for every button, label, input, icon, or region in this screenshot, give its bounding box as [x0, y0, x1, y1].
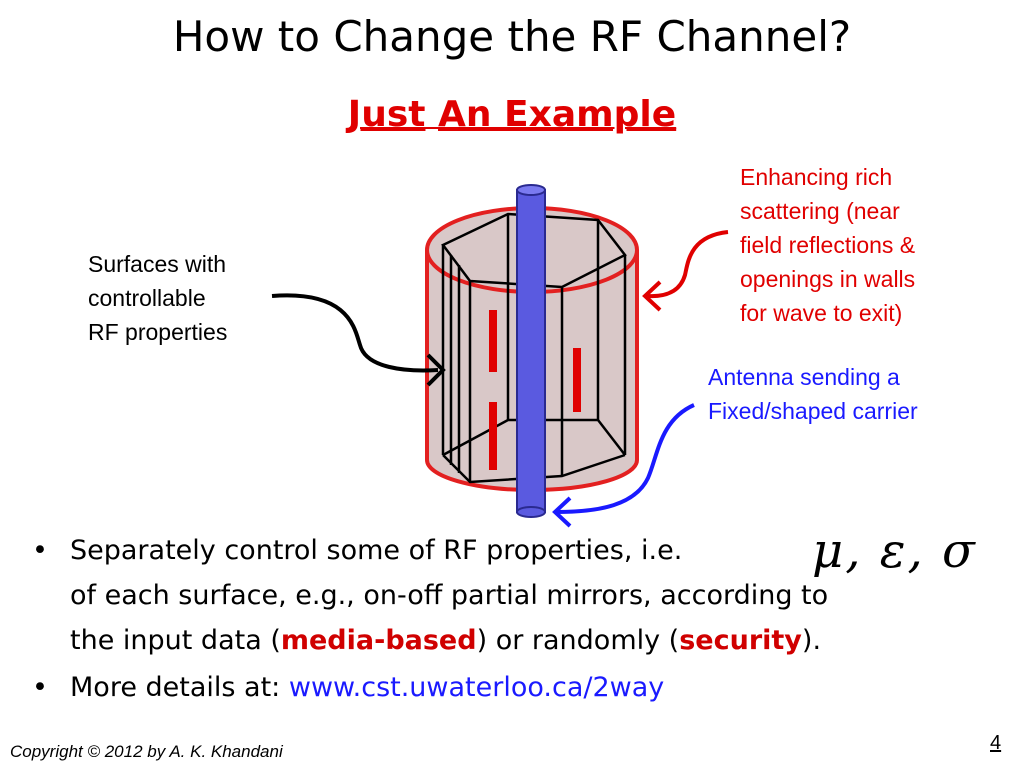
security-emphasis: security	[679, 625, 802, 656]
antenna-rod	[516, 184, 546, 518]
bullet-dot-icon: •	[32, 535, 48, 566]
page-number: 4	[990, 732, 1002, 754]
scattering-arrow	[647, 230, 729, 299]
math-symbols: μ, ε, σ	[812, 523, 977, 579]
antenna-label: Antenna sending a Fixed/shaped carrier	[708, 364, 918, 424]
surfaces-label: Surfaces with controllable RF properties	[88, 251, 228, 345]
hexagonal-prism	[441, 212, 627, 484]
details-link[interactable]: www.cst.uwaterloo.ca/2way	[288, 672, 665, 703]
copyright-text: Copyright © 2012 by A. K. Khandani	[10, 742, 283, 761]
surfaces-arrow	[271, 293, 439, 373]
bullet-item-1: • Separately control some of RF properti…	[30, 528, 1010, 663]
slide-subtitle: Just An Example	[0, 94, 1024, 135]
bullet-dot-icon: •	[32, 672, 48, 703]
bullet-item-2: • More details at: www.cst.uwaterloo.ca/…	[30, 665, 1010, 710]
scattering-label: Enhancing rich scattering (near field re…	[740, 164, 916, 326]
antenna-arrow	[555, 403, 695, 514]
media-based-emphasis: media-based	[280, 625, 477, 656]
subtitle-part1: Just	[347, 94, 426, 135]
bullet-list: • Separately control some of RF properti…	[30, 528, 1010, 710]
wall-openings	[489, 310, 581, 470]
subtitle-part2: An Example	[438, 94, 677, 135]
slide-title: How to Change the RF Channel?	[172, 12, 852, 61]
